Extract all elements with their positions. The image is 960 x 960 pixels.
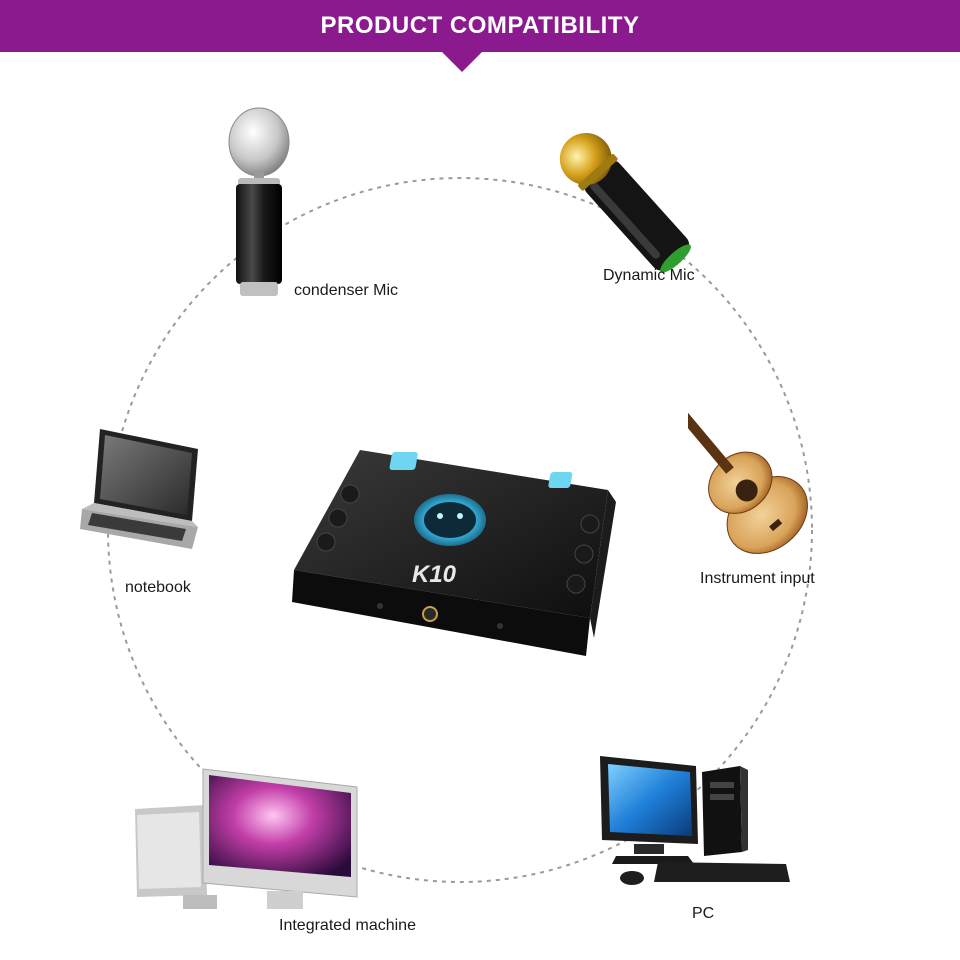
device-label: Instrument input <box>700 570 815 587</box>
page-title: PRODUCT COMPATIBILITY <box>320 12 640 39</box>
banner-pointer <box>440 50 484 72</box>
guitar-icon <box>688 390 808 554</box>
device-label: PC <box>692 905 715 922</box>
k10-sound-card-icon <box>292 450 616 656</box>
device-label: Integrated machine <box>279 917 416 934</box>
condenser-mic-icon <box>228 107 290 296</box>
desktop-pc-icon <box>600 756 790 885</box>
model-label: K10 <box>412 561 457 588</box>
device-label: Dynamic Mic <box>603 267 695 284</box>
dynamic-mic-icon <box>559 132 691 273</box>
all-in-one-computer-icon <box>135 768 358 909</box>
notebook-icon <box>80 429 198 549</box>
device-label: notebook <box>125 579 191 596</box>
device-label: condenser Mic <box>294 282 399 299</box>
header-banner <box>0 0 960 52</box>
